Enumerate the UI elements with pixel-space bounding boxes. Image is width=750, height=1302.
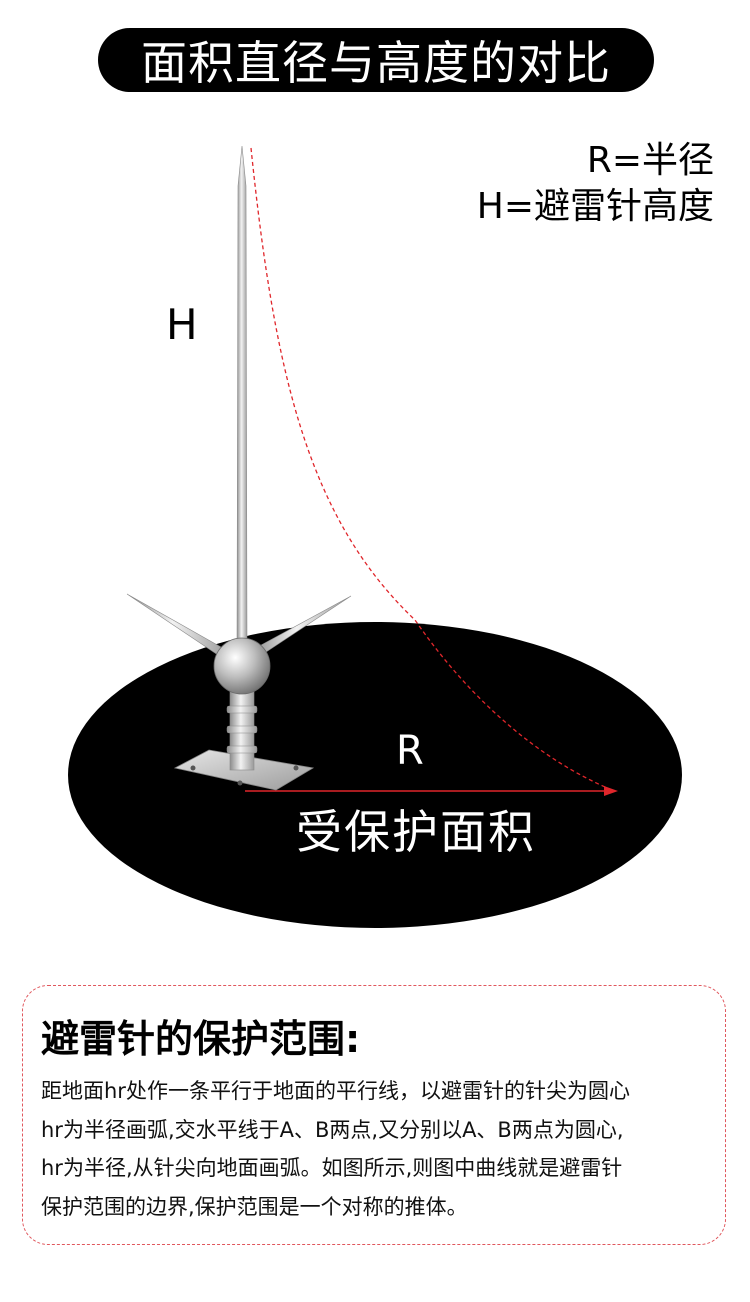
title-banner: 面积直径与高度的对比 bbox=[98, 28, 654, 92]
legend-height: H=避雷针高度 bbox=[476, 186, 714, 227]
legend-radius: R=半径 bbox=[586, 140, 714, 181]
info-line: hr为半径画弧,交水平线于A、B两点,又分别以A、B两点为圆心, bbox=[41, 1117, 624, 1142]
protected-area-label: 受保护面积 bbox=[296, 805, 536, 859]
height-label: H bbox=[166, 300, 198, 349]
protected-area bbox=[68, 622, 682, 928]
main-rod bbox=[236, 145, 248, 651]
info-line: 保护范围的边界,保护范围是一个对称的推体。 bbox=[41, 1194, 468, 1219]
protection-curve bbox=[250, 147, 613, 791]
left-spike bbox=[126, 593, 229, 660]
radius-label: R bbox=[396, 728, 424, 774]
info-body: 距地面hr处作一条平行于地面的平行线，以避雷针的针尖为圆心 hr为半径画弧,交水… bbox=[41, 1072, 721, 1226]
page-title: 面积直径与高度的对比 bbox=[141, 36, 611, 90]
radius-arrow-head bbox=[604, 786, 618, 796]
info-panel: 避雷针的保护范围: 距地面hr处作一条平行于地面的平行线，以避雷针的针尖为圆心 … bbox=[22, 985, 726, 1245]
info-title: 避雷针的保护范围: bbox=[41, 1017, 361, 1061]
rod-ball bbox=[213, 637, 271, 695]
info-line: hr为半径,从针尖向地面画弧。如图所示,则图中曲线就是避雷针 bbox=[41, 1156, 623, 1180]
info-line: 距地面hr处作一条平行于地面的平行线，以避雷针的针尖为圆心 bbox=[41, 1079, 630, 1103]
legend: R=半径 H=避雷针高度 bbox=[477, 138, 714, 230]
protection-diagram bbox=[68, 145, 682, 928]
